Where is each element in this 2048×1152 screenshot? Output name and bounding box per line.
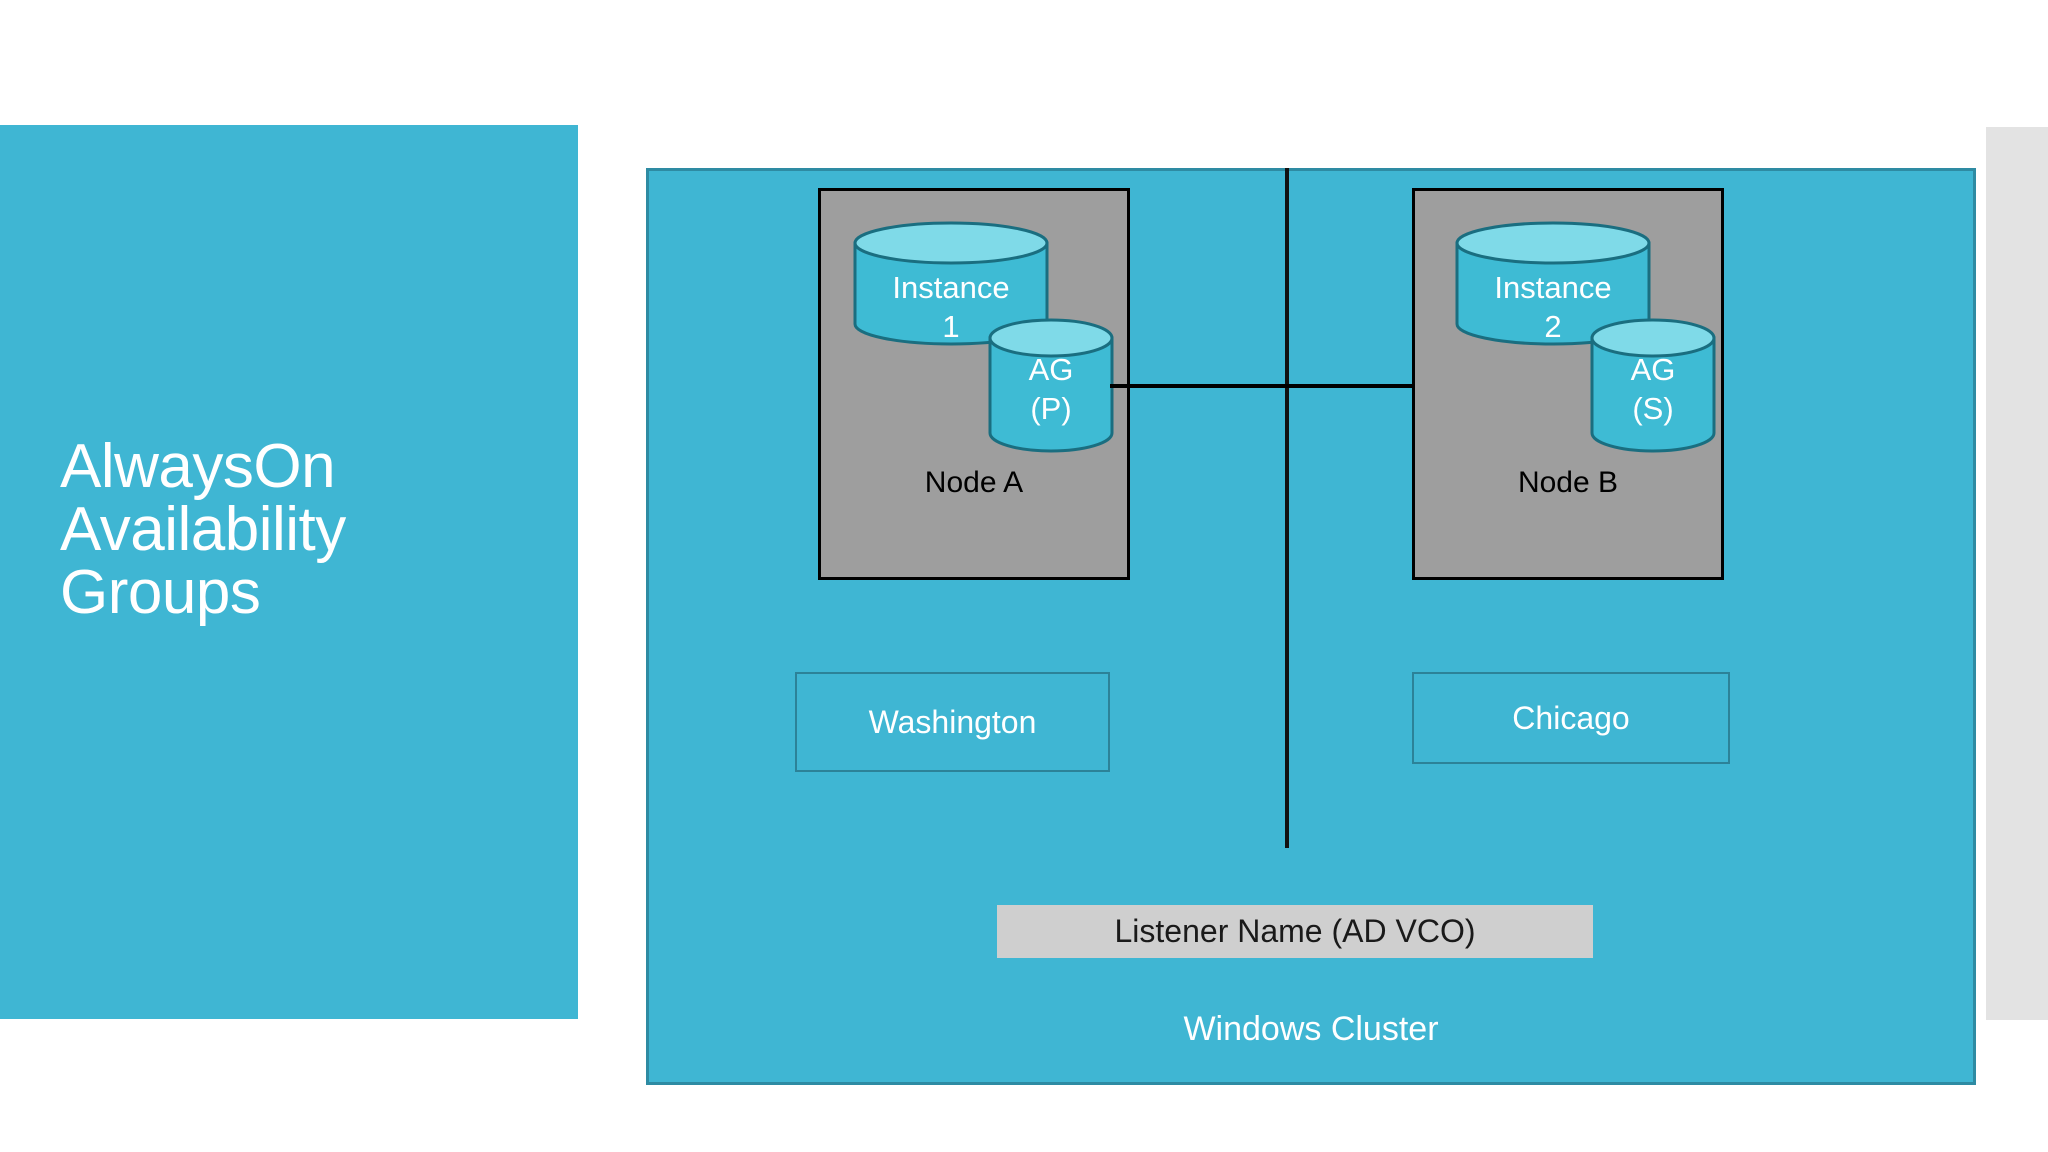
- page-title: AlwaysOn Availability Groups: [60, 432, 346, 628]
- cylinder-shape-icon: [1455, 221, 1651, 346]
- right-decorative-strip: [1986, 127, 2048, 1020]
- node-b-label: Node B: [1517, 466, 1619, 499]
- listener-name-bar: Listener Name (AD VCO): [997, 905, 1593, 958]
- location-box-chicago: Chicago: [1412, 672, 1730, 764]
- cluster-divider-line: [1285, 168, 1289, 848]
- ag-primary-cylinder: AG (P): [988, 318, 1114, 453]
- node-a-label: Node A: [924, 466, 1024, 499]
- title-panel: AlwaysOn Availability Groups: [0, 125, 578, 1019]
- cylinder-shape-icon: [853, 221, 1049, 346]
- windows-cluster-label: Windows Cluster: [1183, 1010, 1439, 1048]
- ag-secondary-cylinder: AG (S): [1590, 318, 1716, 453]
- cylinder-shape-icon: [1590, 318, 1716, 453]
- location-box-washington: Washington: [795, 672, 1110, 772]
- cylinder-shape-icon: [988, 318, 1114, 453]
